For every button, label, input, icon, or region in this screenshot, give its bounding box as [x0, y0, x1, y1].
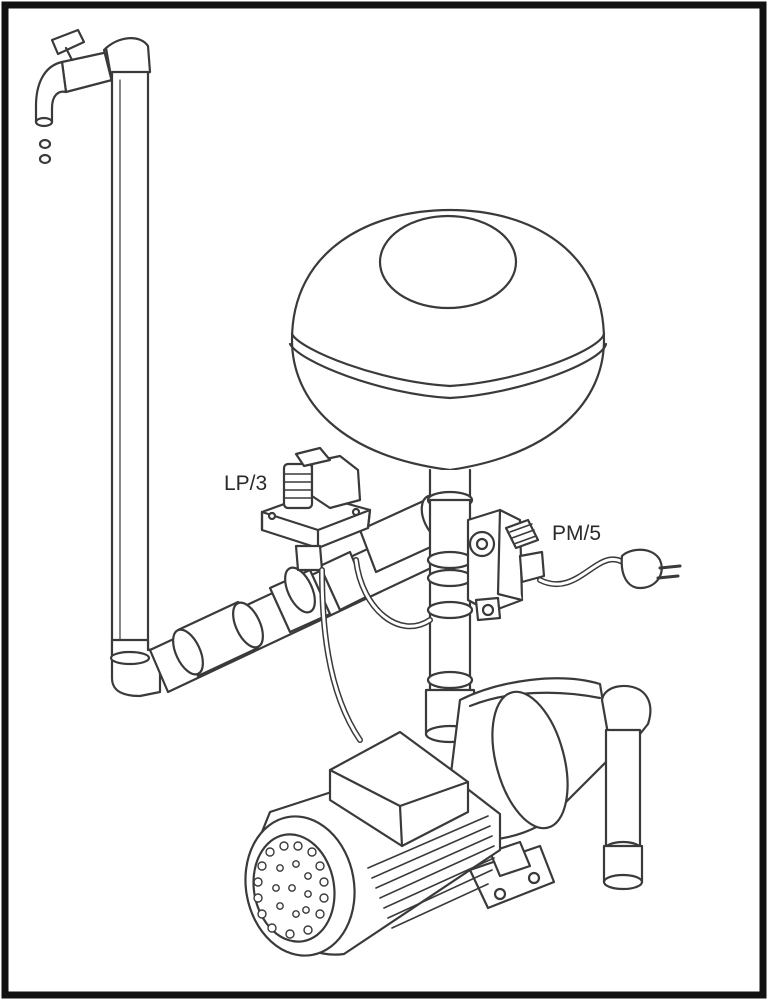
fan-cover-vents	[253, 841, 329, 939]
faucet	[34, 28, 114, 165]
power-plug	[620, 548, 682, 590]
motor-fins	[367, 815, 495, 929]
pressure-switch-lp3	[260, 446, 372, 572]
pressure-control-pm5	[466, 508, 546, 622]
horizontal-pipe	[148, 494, 456, 694]
label-pm5: PM/5	[552, 522, 601, 545]
label-lp3: LP/3	[224, 472, 267, 495]
cables	[319, 556, 631, 743]
pump-housing	[442, 677, 652, 910]
vertical-pipe	[102, 37, 162, 698]
motor	[244, 730, 502, 957]
